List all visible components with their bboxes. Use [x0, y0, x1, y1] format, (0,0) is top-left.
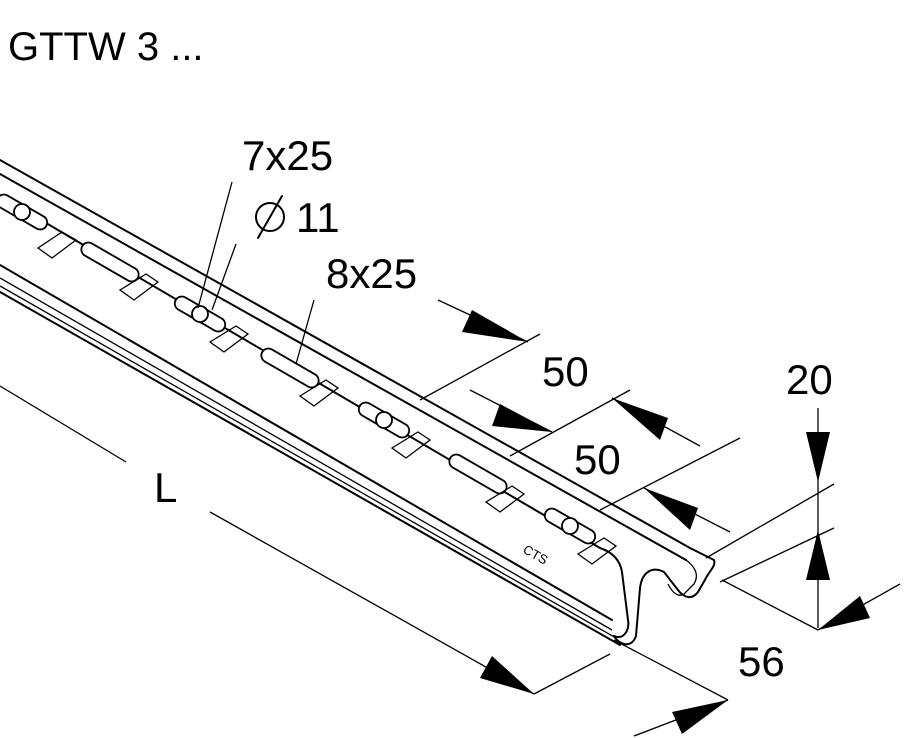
long-slot: [260, 347, 320, 389]
label-round-hole-diameter: 11: [296, 194, 340, 241]
rail-tabs: [36, 231, 618, 565]
long-slot: [80, 241, 140, 283]
manufacturer-logo: CTS: [521, 542, 551, 568]
rail-slots: CTS: [0, 193, 618, 568]
keyhole-slot: [357, 401, 411, 439]
height-dimension: [705, 408, 835, 628]
label-width: 56: [738, 638, 785, 685]
keyhole-slot: [0, 193, 49, 231]
hole-leader-lines: [197, 181, 315, 365]
label-slot-size: 8x25: [326, 250, 417, 297]
long-slot: [448, 453, 508, 495]
product-title: GTTW 3 ...: [8, 25, 204, 69]
label-length: L: [154, 464, 177, 511]
label-pitch-1: 50: [542, 348, 589, 395]
label-pitch-2: 50: [574, 436, 621, 483]
diameter-icon: [255, 195, 285, 239]
keyhole-slot: [173, 295, 227, 333]
label-height: 20: [786, 356, 833, 403]
pitch-dimension: [419, 299, 741, 533]
width-dimension: [613, 579, 901, 737]
keyhole-slot: [543, 507, 597, 545]
length-dimension: [0, 385, 611, 695]
label-keyhole-size: 7x25: [242, 132, 333, 179]
